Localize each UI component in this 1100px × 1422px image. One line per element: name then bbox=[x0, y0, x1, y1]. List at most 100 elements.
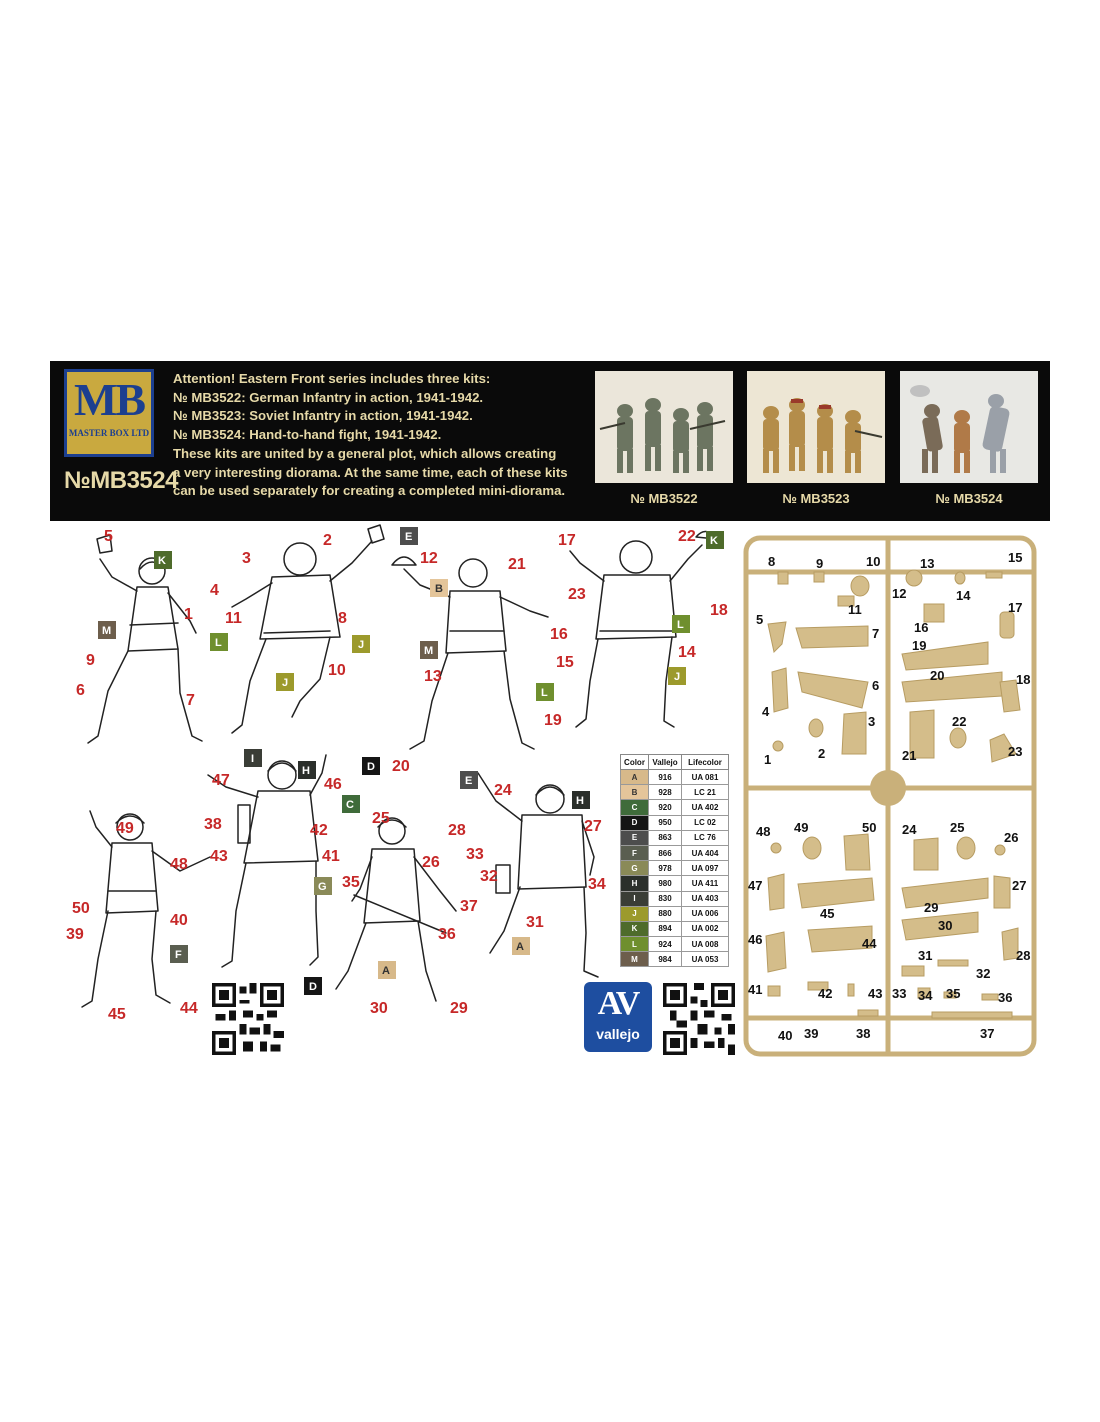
color-box-J: J bbox=[276, 673, 294, 691]
color-box-J: J bbox=[352, 635, 370, 653]
qr-code[interactable] bbox=[212, 983, 284, 1055]
sprue-label-40: 40 bbox=[778, 1028, 792, 1043]
label-7: 7 bbox=[186, 692, 195, 709]
sprue-label-17: 17 bbox=[1008, 600, 1022, 615]
svg-text:G: G bbox=[318, 881, 327, 893]
sprue-label-10: 10 bbox=[866, 554, 880, 569]
sprue-label-37: 37 bbox=[980, 1026, 994, 1041]
label-35: 35 bbox=[342, 874, 360, 891]
figure-2 bbox=[231, 524, 385, 734]
label-8: 8 bbox=[338, 610, 347, 627]
color-box-K: K bbox=[154, 551, 172, 569]
label-34: 34 bbox=[588, 876, 606, 893]
label-6: 6 bbox=[76, 682, 85, 699]
label-1: 1 bbox=[184, 606, 193, 623]
label-40: 40 bbox=[170, 912, 188, 929]
figure-5 bbox=[81, 810, 211, 1008]
label-37: 37 bbox=[460, 898, 478, 915]
part-48 bbox=[770, 842, 782, 854]
label-10: 10 bbox=[328, 662, 346, 679]
part-27 bbox=[993, 875, 1011, 909]
part-3 bbox=[841, 711, 867, 755]
color-box-L: L bbox=[210, 633, 228, 651]
svg-text:M: M bbox=[424, 645, 433, 657]
part-21 bbox=[909, 709, 935, 759]
col-lifecolor-header: Lifecolor bbox=[681, 754, 729, 770]
label-41: 41 bbox=[322, 848, 340, 865]
masterbox-logo: MB MASTER BOX LTD bbox=[64, 369, 154, 457]
part-14 bbox=[954, 571, 966, 585]
sprue-label-48: 48 bbox=[756, 824, 770, 839]
sprue-label-45: 45 bbox=[820, 906, 834, 921]
label-15: 15 bbox=[556, 654, 574, 671]
label-50: 50 bbox=[72, 900, 90, 917]
sprue-label-14: 14 bbox=[956, 588, 971, 603]
part-1 bbox=[772, 740, 784, 752]
label-19: 19 bbox=[544, 712, 562, 729]
part-17 bbox=[999, 611, 1015, 639]
label-17: 17 bbox=[558, 532, 576, 549]
sprue-label-29: 29 bbox=[924, 900, 938, 915]
vallejo-logo-text: vallejo bbox=[596, 1026, 640, 1042]
part-23 bbox=[989, 733, 1017, 763]
label-24: 24 bbox=[494, 782, 512, 799]
label-25: 25 bbox=[372, 810, 390, 827]
label-5: 5 bbox=[104, 528, 113, 545]
part-44 bbox=[807, 925, 873, 953]
part-24 bbox=[913, 837, 939, 871]
color-box-A: A bbox=[378, 961, 396, 979]
kit-box-art-mb3523 bbox=[747, 371, 885, 483]
logo-subtext: MASTER BOX LTD bbox=[68, 428, 150, 438]
label-38: 38 bbox=[204, 816, 222, 833]
sprue-label-12: 12 bbox=[892, 586, 906, 601]
color-box-J: J bbox=[668, 667, 686, 685]
sprue-label-9: 9 bbox=[816, 556, 823, 571]
color-box-L: L bbox=[536, 683, 554, 701]
kit-box-art-mb3524 bbox=[900, 371, 1038, 483]
label-14: 14 bbox=[678, 644, 696, 661]
logo-text: MB bbox=[73, 374, 146, 425]
part-18 bbox=[999, 679, 1021, 713]
svg-text:F: F bbox=[175, 949, 182, 961]
sprue-label-25: 25 bbox=[950, 820, 964, 835]
svg-text:D: D bbox=[367, 761, 375, 773]
sprue-label-30: 30 bbox=[938, 918, 952, 933]
label-23: 23 bbox=[568, 586, 586, 603]
color-box-H: H bbox=[298, 761, 316, 779]
label-44: 44 bbox=[180, 1000, 198, 1017]
svg-text:D: D bbox=[309, 981, 317, 993]
sprue-labels: 8 9 10 11 13 15 12 14 17 16 5 7 19 20 18… bbox=[748, 550, 1030, 1043]
label-16: 16 bbox=[550, 626, 568, 643]
qr-code[interactable] bbox=[663, 983, 735, 1055]
part-46 bbox=[765, 931, 787, 973]
svg-text:L: L bbox=[215, 637, 222, 649]
part-32 bbox=[937, 959, 969, 967]
part-50 bbox=[843, 833, 871, 871]
part-11 bbox=[837, 595, 855, 607]
kit-box-art-mb3522 bbox=[595, 371, 733, 483]
svg-text:E: E bbox=[465, 775, 472, 787]
part-45 bbox=[797, 877, 875, 909]
svg-text:J: J bbox=[358, 639, 364, 651]
label-2: 2 bbox=[323, 532, 332, 549]
svg-text:B: B bbox=[435, 583, 443, 595]
part-20 bbox=[901, 671, 1003, 703]
attention-line: can be used separately for creating a co… bbox=[173, 483, 566, 499]
part-35 bbox=[943, 991, 957, 999]
label-3: 3 bbox=[242, 550, 251, 567]
svg-text:H: H bbox=[576, 795, 584, 807]
sprue-label-4: 4 bbox=[762, 704, 770, 719]
sprue-label-27: 27 bbox=[1012, 878, 1026, 893]
label-33: 33 bbox=[466, 846, 484, 863]
color-box-H: H bbox=[572, 791, 590, 809]
svg-text:H: H bbox=[302, 765, 310, 777]
label-26: 26 bbox=[422, 854, 440, 871]
svg-text:K: K bbox=[710, 535, 718, 547]
